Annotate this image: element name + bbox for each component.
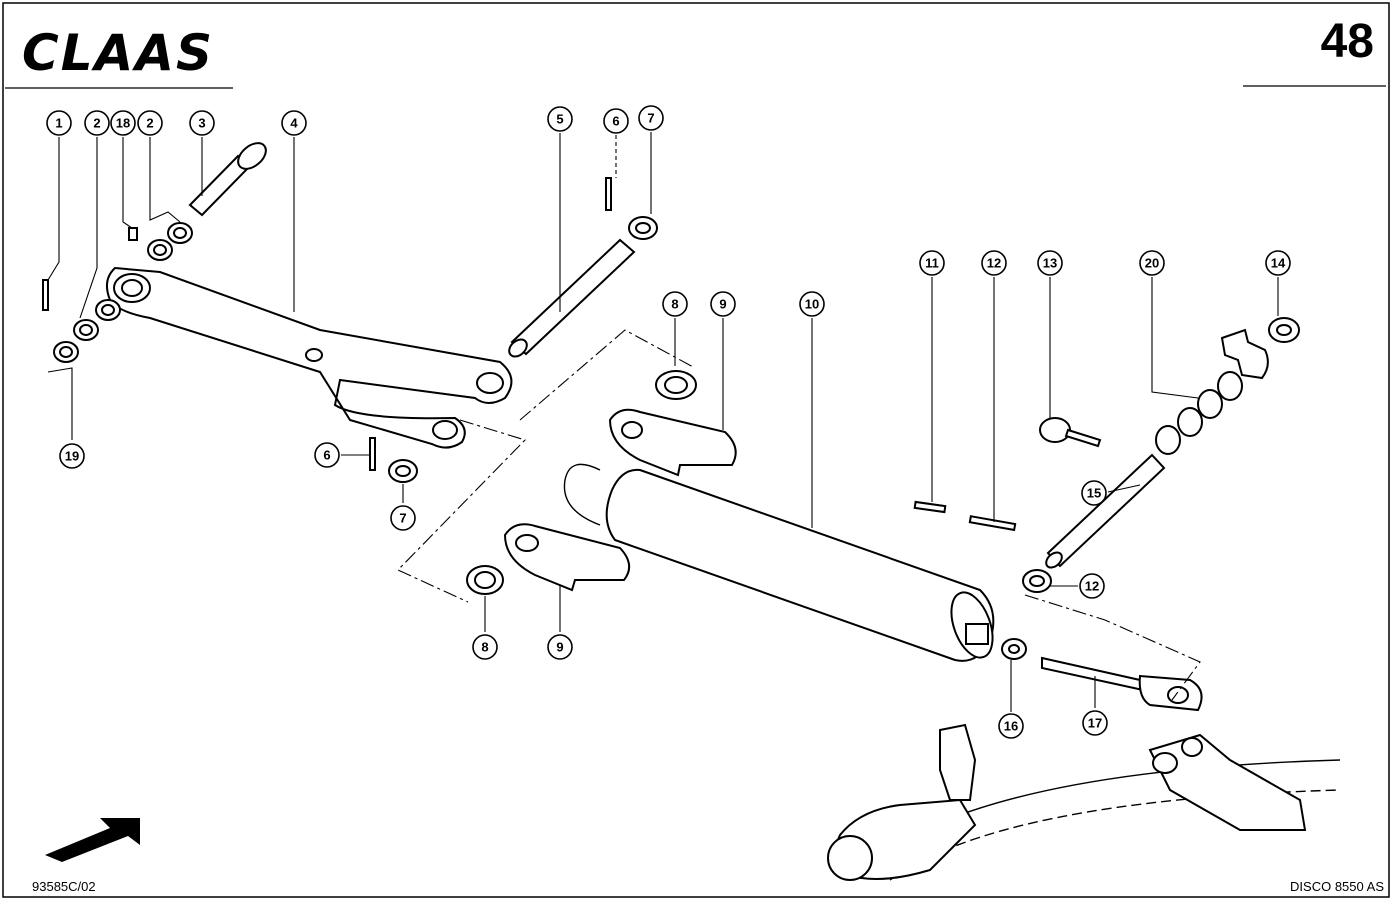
cylinder-10 <box>563 463 995 662</box>
svg-text:7: 7 <box>399 511 406 526</box>
callout-6b: 6 <box>314 442 340 468</box>
svg-text:19: 19 <box>65 449 79 464</box>
callout-13: 13 <box>1037 250 1063 276</box>
svg-text:2: 2 <box>146 116 153 131</box>
callout-4: 4 <box>281 110 307 136</box>
drawing-number: 93585C/02 <box>32 879 96 894</box>
svg-text:11: 11 <box>925 256 939 271</box>
callout-15: 15 <box>1081 480 1107 506</box>
callout-14: 14 <box>1265 250 1291 276</box>
washer-20b <box>1177 407 1203 437</box>
svg-text:6: 6 <box>323 448 330 463</box>
svg-text:13: 13 <box>1043 256 1057 271</box>
svg-text:15: 15 <box>1087 486 1101 501</box>
plate-9a <box>608 408 737 477</box>
callout-3: 3 <box>189 110 215 136</box>
callout-12b: 12 <box>1079 573 1105 599</box>
axis-line-1 <box>519 329 696 421</box>
callout-9a: 9 <box>710 291 736 317</box>
rod-end-17 <box>1041 656 1203 712</box>
pin-3 <box>188 142 267 217</box>
svg-text:12: 12 <box>987 256 1001 271</box>
callout-8a: 8 <box>662 291 688 317</box>
svg-text:20: 20 <box>1145 256 1159 271</box>
callout-16: 16 <box>998 713 1024 739</box>
machine-frame <box>827 723 1341 881</box>
svg-text:4: 4 <box>290 116 298 131</box>
axis-line-2 <box>397 419 527 603</box>
split-pin-6a <box>605 177 612 211</box>
svg-text:14: 14 <box>1271 256 1286 271</box>
svg-text:3: 3 <box>198 116 205 131</box>
callout-5: 5 <box>547 106 573 132</box>
svg-text:5: 5 <box>556 112 563 127</box>
callout-17: 17 <box>1082 710 1108 736</box>
svg-text:9: 9 <box>719 297 726 312</box>
callout-9b: 9 <box>547 634 573 660</box>
lynch-pin-13 <box>1039 417 1102 448</box>
svg-text:CLAAS: CLAAS <box>22 24 214 82</box>
svg-text:8: 8 <box>671 297 678 312</box>
callout-8b: 8 <box>472 634 498 660</box>
callout-6a: 6 <box>603 108 629 134</box>
svg-text:17: 17 <box>1088 716 1102 731</box>
washer-20d <box>1217 371 1243 401</box>
callout-7a: 7 <box>638 105 664 131</box>
svg-text:12: 12 <box>1085 579 1099 594</box>
grease-nipple-18 <box>128 227 138 241</box>
svg-text:7: 7 <box>647 111 654 126</box>
callout-2a: 2 <box>84 110 110 136</box>
callout-18: 18 <box>110 110 136 136</box>
svg-text:6: 6 <box>612 114 619 129</box>
split-pin-6b <box>369 437 376 471</box>
pin-15 <box>1045 453 1166 569</box>
svg-text:16: 16 <box>1004 719 1018 734</box>
roll-pin-12 <box>968 515 1017 532</box>
callout-7b: 7 <box>390 505 416 531</box>
svg-text:18: 18 <box>116 116 130 131</box>
svg-text:8: 8 <box>481 640 488 655</box>
leader-lines <box>47 132 1279 712</box>
callout-20: 20 <box>1139 250 1165 276</box>
washer-20c <box>1197 389 1223 419</box>
callout-19: 19 <box>59 443 85 469</box>
callout-2b: 2 <box>137 110 163 136</box>
page-number: 48 <box>1320 15 1374 68</box>
svg-text:10: 10 <box>805 297 819 312</box>
washer-20a <box>1155 425 1181 455</box>
callout-12a: 12 <box>981 250 1007 276</box>
axis-line-3 <box>1024 594 1201 701</box>
callout-1: 1 <box>46 110 72 136</box>
svg-text:1: 1 <box>55 116 62 131</box>
callout-11: 11 <box>919 250 945 276</box>
callouts: 1 2 18 2 3 4 5 6 7 8 9 10 11 12 13 20 14… <box>46 105 1291 739</box>
svg-text:9: 9 <box>556 640 563 655</box>
bracket <box>1220 328 1269 380</box>
claas-logo: CLAAS <box>22 24 214 82</box>
pin-5 <box>508 238 636 358</box>
callout-10: 10 <box>799 291 825 317</box>
arm-assembly-4 <box>105 266 513 449</box>
direction-arrow-icon <box>45 818 140 862</box>
roll-pin-11 <box>913 500 947 514</box>
svg-text:2: 2 <box>93 116 100 131</box>
split-pin-1 <box>42 279 49 311</box>
model-name: DISCO 8550 AS <box>1290 879 1384 894</box>
